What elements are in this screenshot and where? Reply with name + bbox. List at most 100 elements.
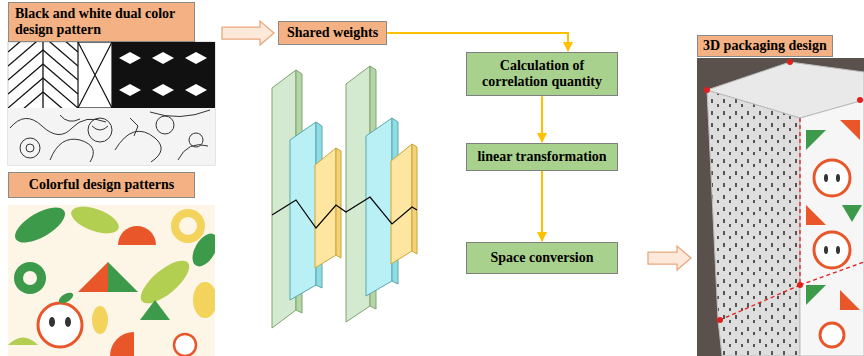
packaging-render-part-part [842,205,862,222]
packaging-render-part [697,58,864,356]
packaging-render-part-part [820,323,844,347]
bw-pattern-image-part [8,42,78,108]
bw-pattern-image-part-part [115,131,161,162]
packaging-render-part-part [799,118,800,285]
flow-arrow [387,33,568,51]
packaging-render-part-part [720,285,800,320]
network-layers-part [336,148,341,258]
colorful-pattern-image-part [174,334,196,356]
colorful-pattern-image-part [57,291,75,306]
process-box: Calculation of correlation quantity [466,52,618,96]
weights-box: Shared weights [278,21,387,45]
packaging-render-part-part [806,205,826,225]
bw-pattern-image-part-part [152,52,174,64]
bw-pattern-image-part-part [119,52,141,64]
bw-pattern-image-part-part [189,133,203,147]
packaging-render-part [800,100,864,356]
box-label: linear transformation [471,149,613,165]
colorful-pattern-image-part [175,213,201,239]
bw-pattern-image-part [8,42,215,165]
box-label: Black and white dual color design patter… [15,6,188,38]
bw-pattern-image-part [8,108,215,165]
colorful-pattern-image-part [92,306,108,334]
bw-pattern-image-part-part [8,78,78,108]
packaging-render-part-part [824,246,828,254]
box-label: Colorful design patterns [15,177,188,193]
packaging-render-part-part [814,232,850,268]
colorful-pattern-image-part [65,317,71,327]
packaging-render-part-part [806,130,826,150]
bw-pattern-image-part-part [152,84,174,96]
colorful-pattern-image-part [8,338,38,346]
packaging-render-part-part [704,87,710,93]
colorful-pattern-image-part [187,229,215,270]
bw-pattern-image-part-part [8,42,78,52]
bw-pattern-image-part-part [178,145,208,160]
bw-pattern-image-part [78,42,112,108]
colorful-pattern-image-part [108,262,138,292]
packaging-render-part-part [806,285,826,305]
packaging-render-part-part [824,174,828,182]
packaging-render-part-part [857,97,863,103]
colorful-pattern-image-part [193,282,215,318]
input-label-box: Black and white dual color design patter… [8,2,195,42]
network-layers-part [412,144,417,254]
bw-pattern-image-part-part [88,118,112,142]
bw-pattern-image-part-part [119,84,141,96]
bw-pattern-image-part-part [150,110,210,117]
packaging-render-part-part [797,282,803,288]
block-arrow [222,21,274,45]
colorful-pattern-image-part [38,303,82,347]
network-layers-part [366,118,392,296]
flow-arrow [541,171,543,241]
packaging-render-part-part [787,59,793,65]
flow-arrow [541,96,543,142]
colorful-pattern-image-part [110,332,134,356]
bw-pattern-image-part-part [8,42,78,66]
bw-pattern-image-part [119,52,207,96]
packaging-render-part [707,90,800,356]
packaging-render-part-part [814,160,850,196]
bw-pattern-image-part-part [8,108,215,165]
packaging-render-part-part [836,174,840,182]
bw-pattern-image-part-part [50,139,93,162]
colorful-pattern-image-part [14,262,46,294]
bw-pattern-image-part [78,42,112,108]
packaging-render-part [806,120,862,347]
network-layers-part [290,122,316,300]
bw-pattern-image-part-part [20,138,40,158]
process-box: Space conversion [466,242,618,274]
network-layers-part [272,197,417,228]
bw-pattern-image-part-part [185,84,207,96]
colorful-pattern-image-part [49,317,55,327]
block-arrow [648,246,691,270]
bw-pattern-image-part-part [26,144,34,152]
bw-pattern-image-part-part [60,115,80,121]
colorful-pattern-image-part [118,226,156,245]
box-label: Calculation of correlation quantity [471,58,613,90]
packaging-render-part-part [800,262,864,285]
colorful-pattern-image-part [23,271,37,285]
bw-pattern-image-part-part [156,116,174,134]
packaging-render [697,58,864,356]
bw-pattern-image [8,22,215,165]
colorful-pattern-image-part [140,300,170,320]
output-panel: 3D packaging design [697,35,864,356]
input-label-box: Colorful design patterns [8,172,195,198]
bw-pattern-image-part-part [8,50,78,80]
packaging-render-part [720,118,864,320]
bw-pattern-image-part-part [8,64,78,94]
bw-pattern-image-part [112,42,215,108]
bw-pattern-image-part-part [42,42,43,108]
box-label: Space conversion [471,250,613,266]
network-layers [272,66,417,328]
colorful-pattern-image-part [78,262,108,292]
bw-pattern-image-part-part [8,92,78,108]
packaging-render-part-part [836,246,840,254]
process-box: linear transformation [466,143,618,171]
packaging-render-part [704,59,863,323]
bw-pattern-image-part-part [130,118,138,136]
colorful-pattern-image [8,205,215,356]
colorful-pattern-image-part [134,254,195,311]
